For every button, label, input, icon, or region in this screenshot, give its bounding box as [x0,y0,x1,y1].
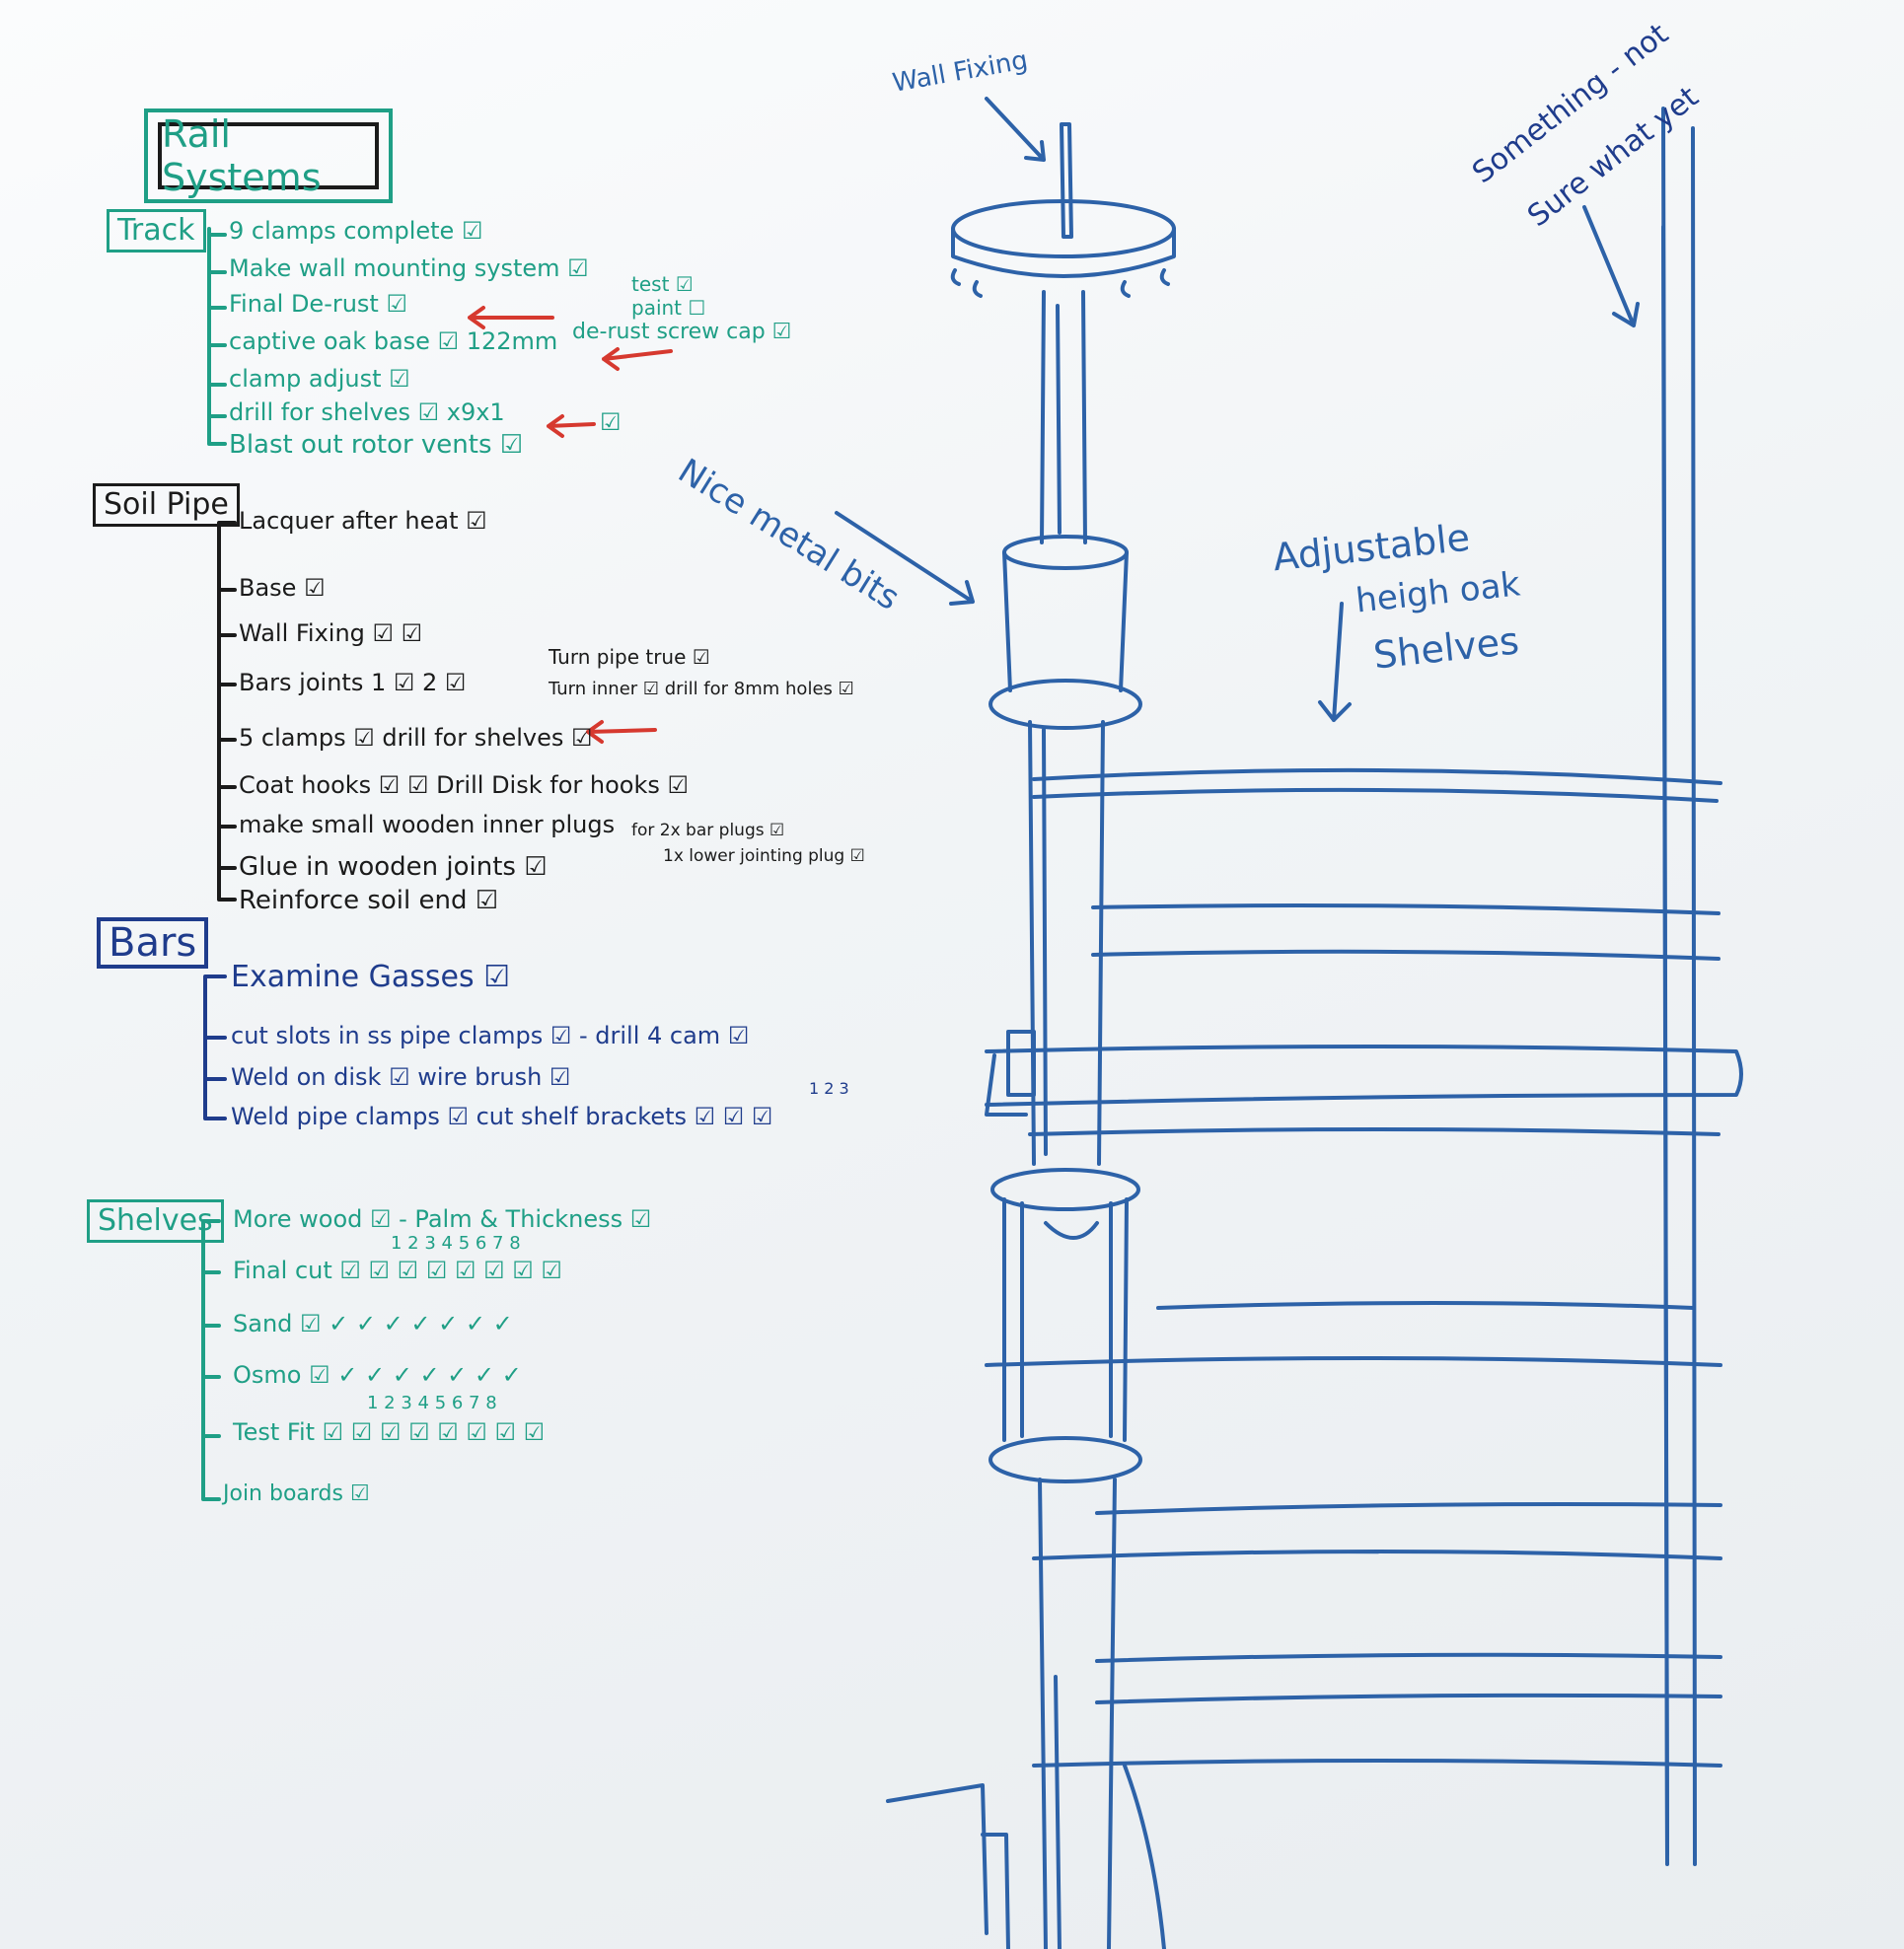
track-item: Blast out rotor vents ☑ [229,430,524,460]
shelves-column-numbers: 1 2 3 4 5 6 7 8 [391,1233,521,1254]
track-item: 9 clamps complete ☑ [229,217,483,245]
track-item: Make wall mounting system ☑ [229,254,589,282]
bars-bracket-numbers: 1 2 3 [809,1079,849,1098]
track-note: test ☑ [631,272,694,296]
soil-pipe-item: Base ☑ [239,574,326,602]
track-label: Track [107,209,206,253]
bars-item: Examine Gasses ☑ [231,960,511,994]
track-item: captive oak base ☑ 122mm [229,327,558,355]
soil-pipe-note: for 2x bar plugs ☑ [631,821,785,840]
track-item: Final De-rust ☑ [229,290,407,318]
shelves-label: Shelves [87,1199,224,1243]
soil-pipe-item: 5 clamps ☑ drill for shelves ☑ [239,724,593,752]
soil-pipe-item: Bars joints 1 ☑ 2 ☑ [239,669,467,696]
shelves-item: Join boards ☑ [223,1481,370,1506]
shelves-item: Osmo ☑ ✓ ✓ ✓ ✓ ✓ ✓ ✓ [233,1361,522,1389]
bars-item: Weld on disk ☑ wire brush ☑ [231,1063,571,1091]
title-frame: Rail Systems [144,108,393,203]
track-item: clamp adjust ☑ [229,365,410,393]
track-note: paint ☐ [631,296,706,320]
shelves-item: Sand ☑ ✓ ✓ ✓ ✓ ✓ ✓ ✓ [233,1310,513,1337]
track-note: ☑ [600,408,622,436]
bars-item: Weld pipe clamps ☑ cut shelf brackets ☑ … [231,1103,773,1130]
soil-pipe-label: Soil Pipe [93,483,240,527]
bars-item: cut slots in ss pipe clamps ☑ - drill 4 … [231,1022,750,1049]
shelves-item: More wood ☑ - Palm & Thickness ☑ [233,1205,652,1233]
shelves-column-numbers: 1 2 3 4 5 6 7 8 [367,1393,497,1413]
soil-pipe-note: 1x lower jointing plug ☑ [663,846,865,866]
track-note: de-rust screw cap ☑ [572,320,792,344]
soil-pipe-item: Lacquer after heat ☑ [239,507,487,535]
soil-pipe-item: Reinforce soil end ☑ [239,886,499,915]
shelves-item: Test Fit ☑ ☑ ☑ ☑ ☑ ☑ ☑ ☑ [233,1418,546,1446]
soil-pipe-item: make small wooden inner plugs [239,811,616,838]
soil-pipe-item: Coat hooks ☑ ☑ Drill Disk for hooks ☑ [239,771,689,799]
soil-pipe-item: Glue in wooden joints ☑ [239,852,548,882]
soil-pipe-note: Turn pipe true ☑ [549,645,710,669]
soil-pipe-note: Turn inner ☑ drill for 8mm holes ☑ [549,679,854,699]
track-item: drill for shelves ☑ x9x1 [229,398,505,426]
soil-pipe-item: Wall Fixing ☑ ☑ [239,619,423,647]
bars-label: Bars [97,917,209,969]
shelves-item: Final cut ☑ ☑ ☑ ☑ ☑ ☑ ☑ ☑ [233,1257,562,1284]
